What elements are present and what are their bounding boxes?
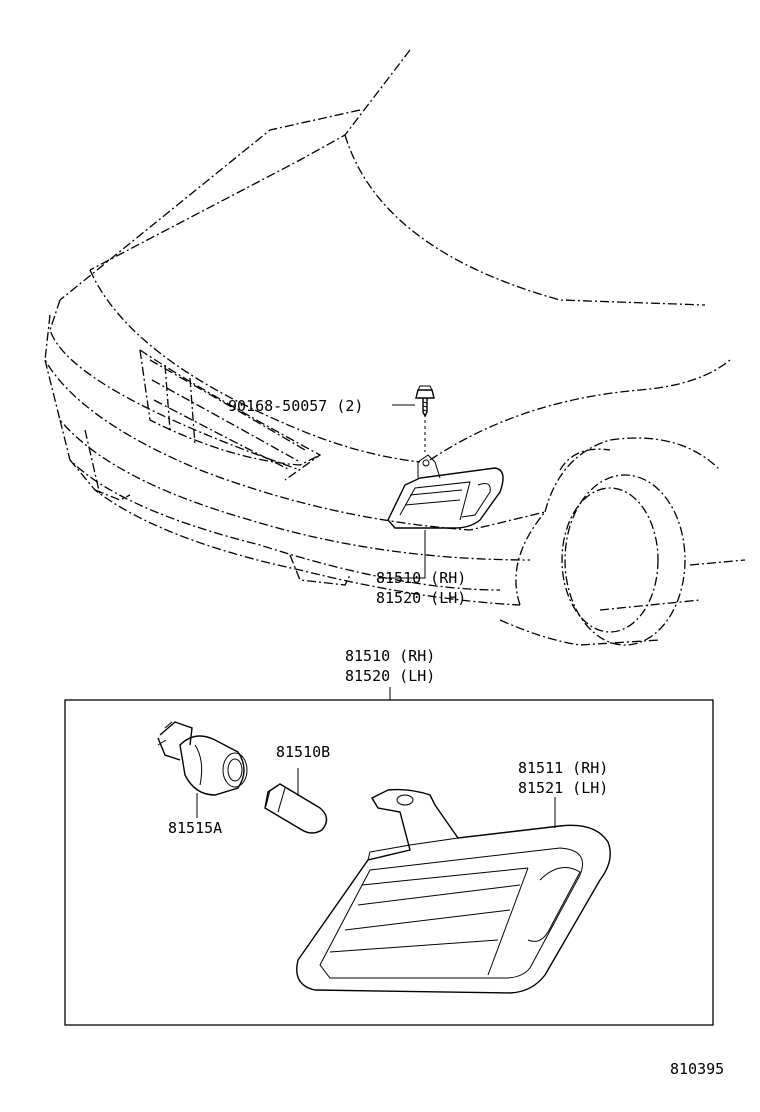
vehicle-leaders <box>378 404 426 579</box>
screw-icon <box>415 385 435 452</box>
lamp-assy-lh-label: 81520 (LH) <box>345 667 435 685</box>
lamp-assy-lh-label-vehicle: 81520 (LH) <box>376 589 466 607</box>
corner-lamp-lens-icon <box>296 788 611 994</box>
screw-part-label: 90168-50057 (2) <box>228 397 363 415</box>
installed-corner-lamp <box>387 454 504 529</box>
vehicle-outline <box>44 49 746 646</box>
socket-part-label: 81515A <box>168 819 222 837</box>
bulb-icon <box>264 768 328 834</box>
figure-number: 810395 <box>670 1060 724 1078</box>
lamp-assy-rh-label-vehicle: 81510 (RH) <box>376 569 466 587</box>
lens-rh-part-label: 81511 (RH) <box>518 759 608 777</box>
lamp-assy-rh-label: 81510 (RH) <box>345 647 435 665</box>
exploded-view-frame <box>64 699 714 1026</box>
bulb-part-label: 81510B <box>276 743 330 761</box>
lens-lh-part-label: 81521 (LH) <box>518 779 608 797</box>
socket-icon <box>157 721 248 818</box>
